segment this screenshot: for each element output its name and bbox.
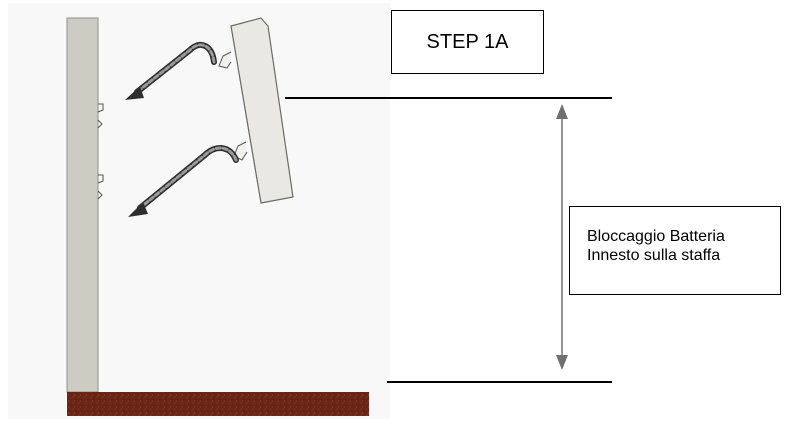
dimension-note-line2: Innesto sulla staffa bbox=[587, 247, 721, 264]
motion-arrow-lower bbox=[128, 145, 239, 217]
wall-bracket bbox=[97, 103, 104, 200]
dimension-arrow bbox=[556, 104, 568, 370]
motion-arrow-upper bbox=[125, 41, 217, 100]
wall bbox=[66, 17, 99, 393]
dimension-note-box: Bloccaggio Batteria Innesto sulla staffa bbox=[569, 206, 781, 295]
dimension-note-line1: Bloccaggio Batteria bbox=[587, 228, 725, 245]
battery-panel bbox=[218, 17, 294, 204]
step-label: STEP 1A bbox=[426, 30, 509, 53]
step-label-box: STEP 1A bbox=[391, 10, 544, 74]
background-panel bbox=[8, 3, 390, 419]
floor bbox=[67, 392, 369, 416]
